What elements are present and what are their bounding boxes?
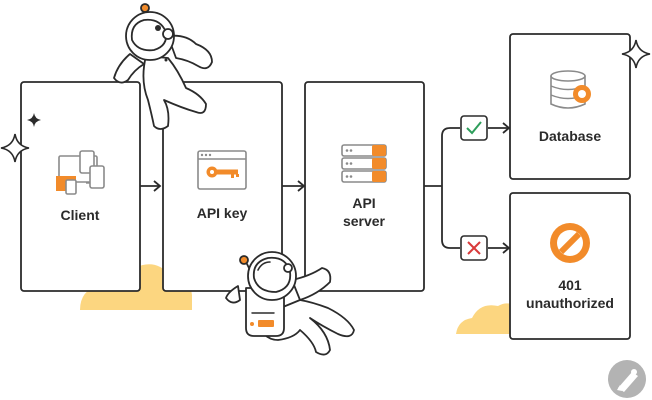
api-server-label-line1: API bbox=[352, 195, 375, 211]
database-icon bbox=[550, 70, 591, 109]
node-api-key: API key bbox=[162, 81, 283, 292]
database-label: Database bbox=[539, 128, 601, 144]
node-api-server: API server bbox=[304, 81, 425, 292]
server-icon bbox=[341, 144, 387, 183]
unauthorized-label-line1: 401 bbox=[558, 277, 582, 293]
key-icon bbox=[197, 150, 247, 190]
prohibited-icon bbox=[550, 223, 590, 263]
unauthorized-label-line2: unauthorized bbox=[526, 295, 614, 311]
check-icon bbox=[466, 121, 482, 135]
sparkle-icon bbox=[0, 133, 30, 163]
node-database: Database bbox=[509, 33, 631, 180]
postman-logo-icon bbox=[608, 360, 646, 398]
node-unauthorized: 401 unauthorized bbox=[509, 192, 631, 340]
api-key-label: API key bbox=[197, 205, 248, 221]
connector-apikey-to-server bbox=[282, 180, 306, 192]
sparkle-icon bbox=[27, 113, 41, 127]
connector-server-branch bbox=[424, 122, 511, 254]
connector-client-to-apikey bbox=[140, 180, 162, 192]
node-client: Client bbox=[20, 81, 141, 292]
astronaut-illustration bbox=[225, 251, 355, 356]
api-server-label-line2: server bbox=[343, 213, 386, 229]
failure-badge bbox=[460, 235, 488, 261]
astronaut-illustration bbox=[113, 3, 213, 130]
client-label: Client bbox=[61, 207, 100, 223]
x-icon bbox=[467, 241, 481, 255]
sparkle-icon bbox=[621, 39, 651, 69]
success-badge bbox=[460, 115, 488, 141]
devices-icon bbox=[56, 150, 105, 195]
